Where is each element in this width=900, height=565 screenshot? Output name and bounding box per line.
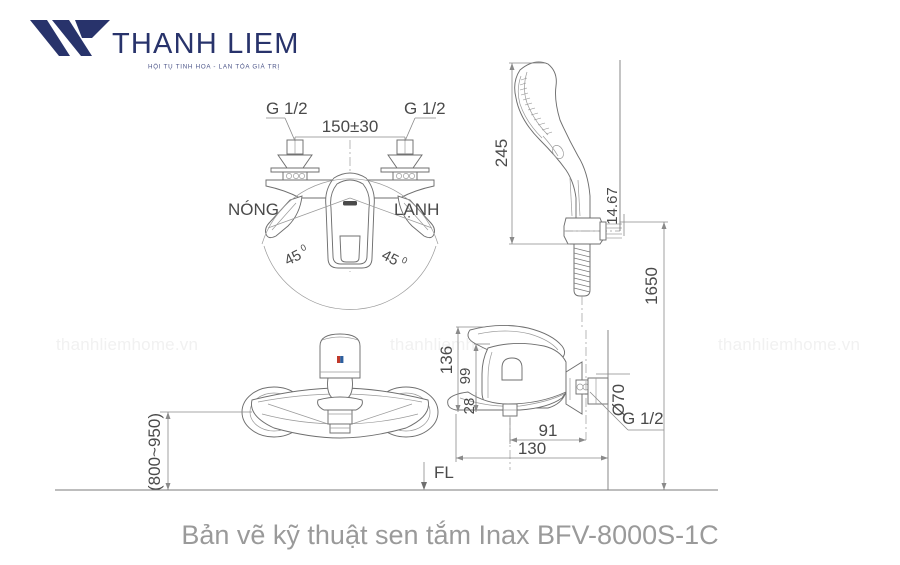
dimension-text-installation-height: (800~950) (145, 413, 164, 491)
handle-cold (397, 195, 435, 239)
dimension-text-wall-connection: G 1/2 (622, 409, 664, 428)
label-floor-level: FL (434, 463, 454, 482)
view-mixer-side: 136 99 28 91 130 (437, 324, 664, 490)
label-inlet-left: G 1/2 (266, 99, 308, 142)
dimension-text-center-distance: 150±30 (322, 117, 379, 136)
label-wall-connection: G 1/2 (589, 391, 664, 431)
dimension-text-angle-left: 45 (282, 247, 305, 270)
dimension-text-escutcheon-diameter: Ø70 (609, 384, 628, 416)
inlet-right (380, 139, 430, 181)
dimension-shower-length: 245 (492, 62, 570, 245)
dimension-text-height-total: 136 (437, 346, 456, 374)
page-caption: Bản vẽ kỹ thuật sen tắm Inax BFV-8000S-1… (181, 520, 719, 550)
dimension-height-total: 136 (437, 326, 484, 412)
label-angle-right: 45 0 (379, 247, 409, 270)
brand-tagline: HỘI TỤ TINH HOA - LAN TỎA GIÁ TRỊ (148, 63, 280, 71)
shower-hose (573, 244, 591, 297)
dimension-installation-height: (800~950) (145, 411, 252, 491)
chevron-w-logo-icon (30, 20, 110, 56)
dimension-mounting-height: 1650 (620, 221, 668, 490)
dimension-text-angle-right-unit: 0 (400, 255, 409, 266)
watermark: thanhliemhome.vn (718, 335, 861, 354)
view-mixer-front-top: 150±30 G 1/2 G 1/2 NÓNG LẠNH 45 0 45 0 (228, 99, 446, 310)
label-hot: NÓNG (228, 200, 279, 219)
dimension-depth-total: 130 (455, 414, 608, 462)
dimension-text-depth-total: 130 (518, 439, 546, 458)
brand-name: THANH LIEM (112, 28, 300, 60)
watermark: thanhliemhome.vn (56, 335, 199, 354)
cartridge-cap (319, 333, 361, 379)
label-escutcheon-diameter: Ø70 (596, 373, 630, 416)
dimension-text-height-base: 28 (461, 398, 478, 415)
dimension-text-angle-left-unit: 0 (299, 242, 308, 253)
dimension-center-distance: 150±30 (294, 117, 406, 141)
dimension-text-shower-length: 245 (492, 139, 511, 167)
floor-line-group: FL (55, 462, 718, 491)
dimension-text-depth-spout: 91 (539, 421, 558, 440)
dimension-text-holder-offset: 14.67 (604, 187, 621, 225)
wall-connector (565, 361, 609, 415)
inlet-left (270, 139, 320, 181)
dimension-text-mounting-height: 1650 (642, 267, 661, 305)
dimension-height-base: 28 (461, 392, 478, 414)
view-hand-shower: 245 14.67 1650 (492, 60, 668, 490)
label-cold: LẠNH (394, 200, 439, 219)
dimension-depth-spout: 91 (509, 418, 586, 444)
dimension-text-angle-right: 45 (379, 247, 402, 270)
shower-holder (563, 217, 622, 245)
label-inlet-right: G 1/2 (404, 99, 446, 142)
dimension-text-inlet-right: G 1/2 (404, 99, 446, 118)
handle-hot (265, 195, 303, 239)
dimension-text-inlet-left: G 1/2 (266, 99, 308, 118)
mixer-spout-center (325, 172, 375, 269)
label-angle-left: 45 0 (282, 242, 308, 270)
dimension-text-height-spout: 99 (457, 368, 474, 385)
spout-outlet (317, 396, 363, 434)
view-mixer-front-lower: (800~950) (145, 333, 439, 491)
dimension-holder-offset: 14.67 (604, 187, 625, 236)
brand-logo: THANH LIEM HỘI TỤ TINH HOA - LAN TỎA GIÁ… (30, 14, 298, 74)
